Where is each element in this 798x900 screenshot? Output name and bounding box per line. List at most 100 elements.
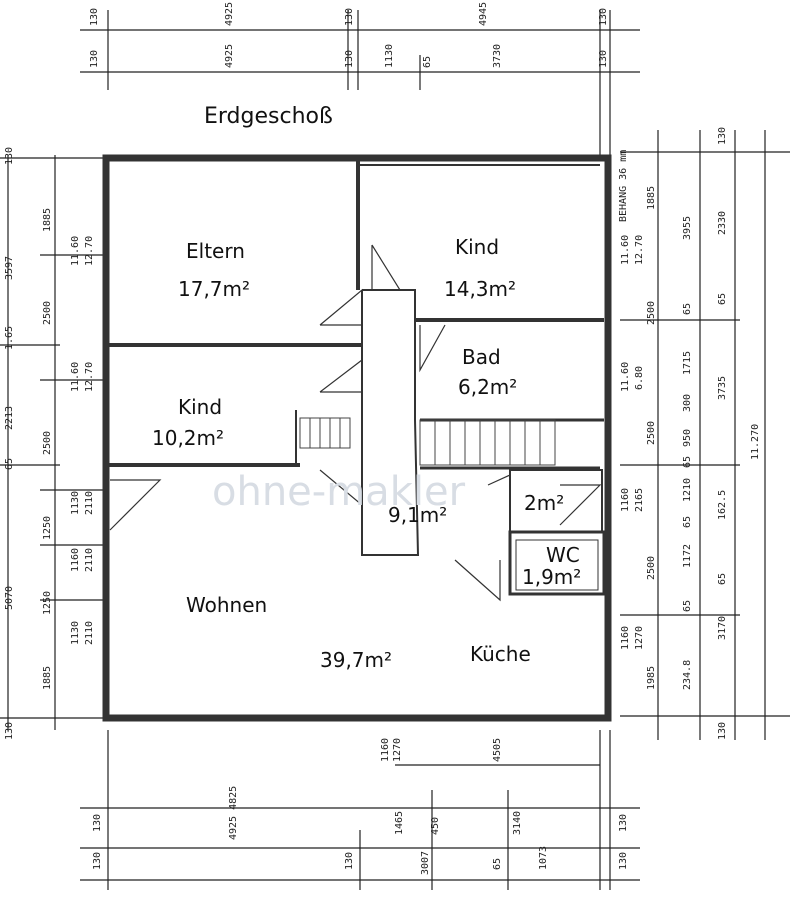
dim-left-outer-5: 5070 <box>4 586 15 610</box>
dim-right-outer-7: 130 <box>717 722 728 740</box>
room-area-kind2: 10,2m² <box>152 426 224 450</box>
dims-bottom: 1160 1270 4505 130 4925 4825 1465 450 31… <box>92 738 629 875</box>
dim-right-inner-8: 2165 <box>634 488 645 512</box>
dim-right-inner-4: 11.60 <box>620 362 631 392</box>
room-name-bad: Bad <box>462 345 501 369</box>
room-labels: Eltern 17,7m² Kind 14,3m² Bad 6,2m² Kind… <box>152 235 581 672</box>
dim-bottom1-0: 130 <box>92 814 103 832</box>
dim-right-outer-5: 3170 <box>717 616 728 640</box>
room-name-wc: WC <box>546 543 580 567</box>
room-area-eltern: 17,7m² <box>178 277 250 301</box>
dim-bottom1-5: 130 <box>618 814 629 832</box>
dim-left-outer-0: 130 <box>4 147 15 165</box>
dim-left-inner-3: 1250 <box>42 516 53 540</box>
dim-top1-4: 130 <box>598 8 609 26</box>
dimension-lines <box>0 10 790 890</box>
dim-top1-0: 130 <box>89 8 100 26</box>
dim-right-mid-10: 234.8 <box>682 660 693 690</box>
dim-left-open-3: 12.70 <box>84 362 95 392</box>
room-name-kind1: Kind <box>455 235 499 259</box>
dim-top2-6: 130 <box>598 50 609 68</box>
dim-right-inner-0: 1885 <box>646 186 657 210</box>
dim-bottom1-3: 450 <box>430 817 441 835</box>
dim-bottom2-1: 130 <box>344 852 355 870</box>
dim-top2-5: 3730 <box>492 44 503 68</box>
door-swings <box>109 244 602 602</box>
dim-bottom1-2: 1465 <box>394 811 405 835</box>
room-name-kueche: Küche <box>470 642 531 666</box>
dim-bottom-open-0: 1160 <box>380 738 391 762</box>
dim-bottom2-3: 65 <box>492 858 503 870</box>
dim-left-open-4: 1130 <box>70 491 81 515</box>
dim-right-mid-7: 65 <box>682 516 693 528</box>
dim-left-outer-2: 1.65 <box>4 326 15 350</box>
room-area-abstell: 2m² <box>524 491 564 515</box>
dim-right-mid-9: 65 <box>682 600 693 612</box>
dim-right-mid-6: 1210 <box>682 478 693 502</box>
room-area-bad: 6,2m² <box>458 375 517 399</box>
dim-right-outer-4: 65 <box>717 573 728 585</box>
dim-bottom2-2: 3007 <box>420 851 431 875</box>
dim-left-open-1: 12.70 <box>84 236 95 266</box>
dim-right-outer-1: 65 <box>717 293 728 305</box>
room-name-wohnen: Wohnen <box>186 593 267 617</box>
dim-bottom2-0: 130 <box>92 852 103 870</box>
dim-right-mid-1: 65 <box>682 303 693 315</box>
dim-left-inner-0: 1885 <box>42 208 53 232</box>
dim-right-outer-3: 162.5 <box>717 490 728 520</box>
dim-top1-3: 4945 <box>478 2 489 26</box>
walls <box>102 154 612 722</box>
dim-right-inner-11: 1270 <box>634 626 645 650</box>
dim-left-open-6: 1160 <box>70 548 81 572</box>
dim-left-outer-4: 65 <box>4 458 15 470</box>
dim-right-inner-7: 1160 <box>620 488 631 512</box>
dim-right-mid-3: 300 <box>682 394 693 412</box>
dim-top2-4: 65 <box>422 56 433 68</box>
dim-right-mid-8: 1172 <box>682 544 693 568</box>
dim-right-mid-0: 3955 <box>682 216 693 240</box>
dim-left-open-9: 2110 <box>84 621 95 645</box>
dim-top2-0: 130 <box>89 50 100 68</box>
dim-left-open-8: 1130 <box>70 621 81 645</box>
staircase <box>299 417 556 466</box>
room-area-flur: 9,1m² <box>388 503 447 527</box>
dim-right-inner-1: 2500 <box>646 301 657 325</box>
dim-left-open-2: 11.60 <box>70 362 81 392</box>
dim-right-inner-5: 6.80 <box>634 366 645 390</box>
room-area-wc: 1,9m² <box>522 565 581 589</box>
dim-right-inner-2: 11.60 <box>620 235 631 265</box>
dim-bottom-mid: 4505 <box>492 738 503 762</box>
wall-note: BEHANG 36 mm <box>618 150 629 222</box>
dim-bottom1-1: 4925 4825 <box>228 786 239 840</box>
dim-left-open-0: 11.60 <box>70 236 81 266</box>
dim-left-inner-2: 2500 <box>42 431 53 455</box>
dim-bottom2-5: 130 <box>618 852 629 870</box>
dim-left-inner-1: 2500 <box>42 301 53 325</box>
dim-left-outer-6: 130 <box>4 722 15 740</box>
dim-left-inner-5: 1885 <box>42 666 53 690</box>
dim-right-inner-9: 2500 <box>646 556 657 580</box>
dim-top2-3: 1130 <box>384 44 395 68</box>
watermark-text: ohne-makler <box>212 469 466 515</box>
dim-right-inner-10: 1160 <box>620 626 631 650</box>
dim-left-inner-4: 1250 <box>42 591 53 615</box>
dim-bottom1-4: 3140 <box>512 811 523 835</box>
dim-right-outer-2: 3735 <box>717 376 728 400</box>
dim-top2-1: 4925 <box>224 44 235 68</box>
dims-left: 130 3597 1.65 2213 65 5070 130 1885 2500… <box>4 147 95 740</box>
dim-left-open-7: 2110 <box>84 548 95 572</box>
dim-right-inner-6: 2500 <box>646 421 657 445</box>
dim-left-outer-3: 2213 <box>4 406 15 430</box>
dim-right-mid-4: 950 <box>682 429 693 447</box>
dim-bottom-open-1: 1270 <box>392 738 403 762</box>
dim-right-outer-0: 2330 <box>717 211 728 235</box>
dim-top2-2: 130 <box>344 50 355 68</box>
dims-right: 1885 2500 11.60 12.70 11.60 6.80 2500 11… <box>620 127 761 740</box>
dim-right-total: 11.270 <box>750 424 761 460</box>
room-area-wohnen: 39,7m² <box>320 648 392 672</box>
dim-top1-1: 4925 <box>224 2 235 26</box>
dim-right-inner-12: 1985 <box>646 666 657 690</box>
dim-right-inner-3: 12.70 <box>634 235 645 265</box>
dim-left-open-5: 2110 <box>84 491 95 515</box>
